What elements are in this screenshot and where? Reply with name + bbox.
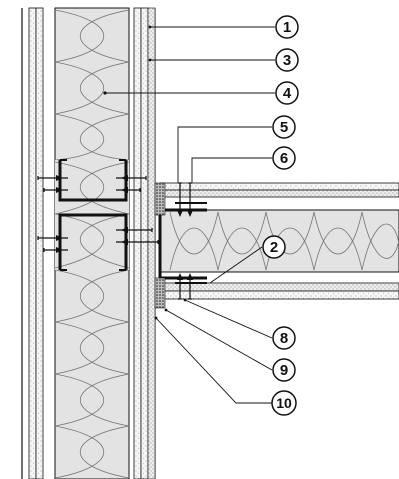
seal-bottom — [154, 277, 166, 309]
callout-1: 1 — [275, 15, 299, 39]
left-board-2 — [35, 7, 44, 479]
callout-9: 9 — [272, 358, 296, 382]
callout-4: 4 — [275, 81, 299, 105]
callout-3-label: 3 — [283, 52, 291, 69]
leader-lines — [105, 26, 275, 404]
callout-5: 5 — [272, 115, 296, 139]
steel-studs — [37, 159, 159, 271]
callout-8-label: 8 — [280, 330, 288, 347]
callout-5-label: 5 — [280, 119, 288, 136]
callout-9-label: 9 — [280, 362, 288, 379]
callout-1-label: 1 — [283, 19, 291, 36]
panel-insulation-pattern — [169, 211, 399, 271]
callout-2: 2 — [262, 235, 286, 259]
horizontal-panel — [154, 182, 399, 309]
leader-dots — [103, 25, 187, 320]
callout-8: 8 — [272, 326, 296, 350]
callout-6: 6 — [272, 146, 296, 170]
seal-top — [154, 182, 166, 216]
callout-10-label: 10 — [276, 395, 292, 411]
callout-2-label: 2 — [270, 239, 278, 256]
callout-10: 10 — [271, 390, 297, 416]
right-board-3 — [147, 7, 156, 479]
callout-6-label: 6 — [280, 150, 288, 167]
wall-insulation-pattern — [54, 9, 130, 479]
callout-3: 3 — [275, 48, 299, 72]
callout-4-label: 4 — [283, 85, 292, 102]
